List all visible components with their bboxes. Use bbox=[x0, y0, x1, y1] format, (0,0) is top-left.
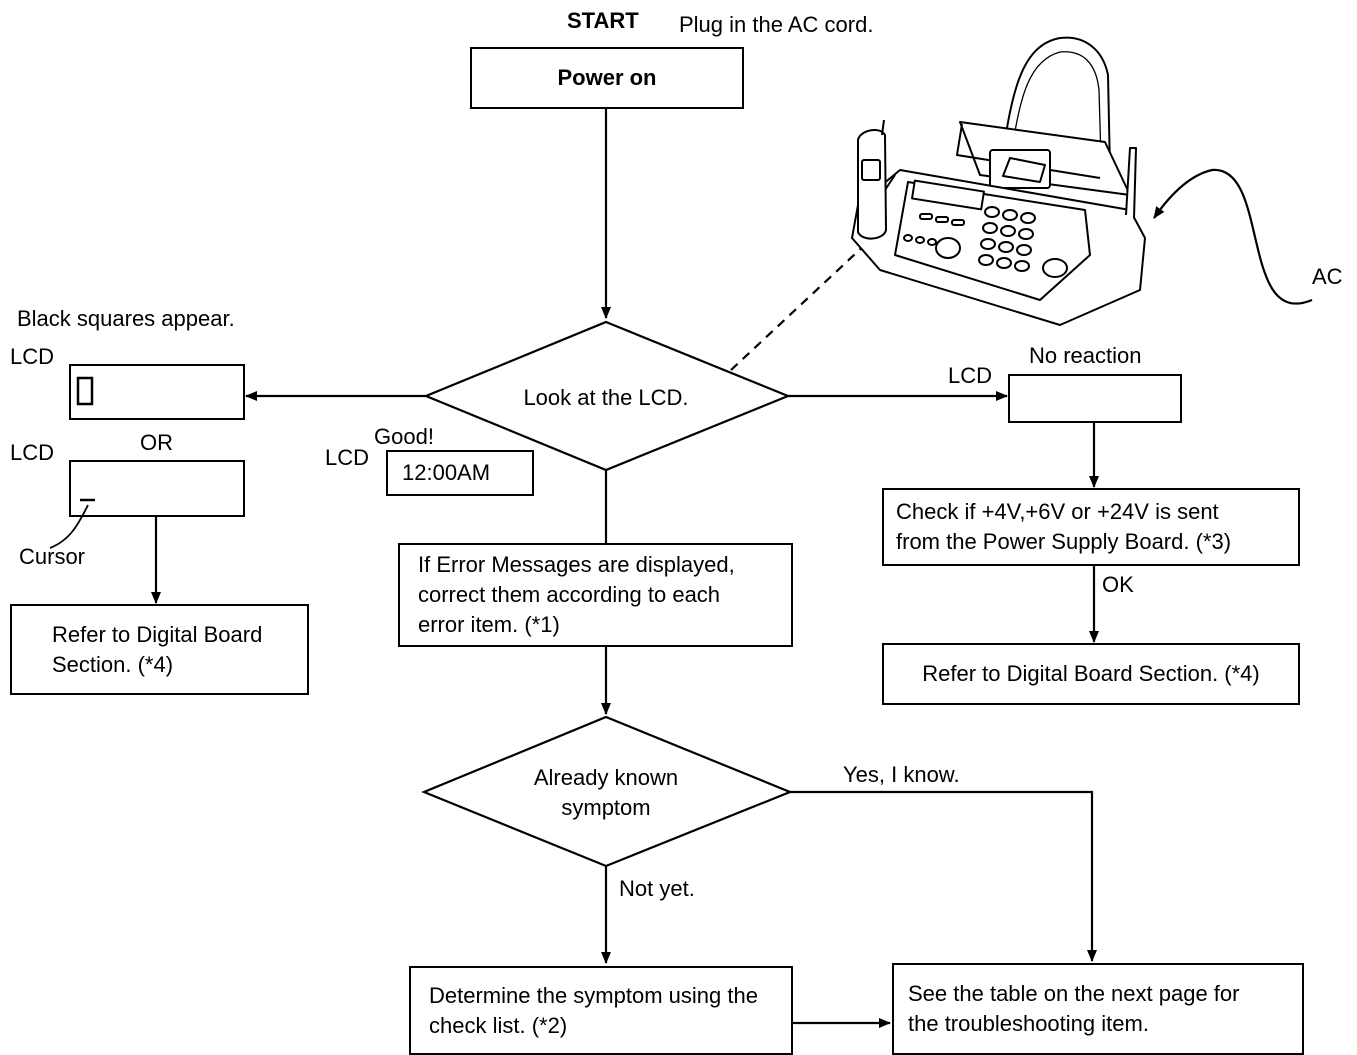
see-table-label: See the table on the next page for the t… bbox=[908, 981, 1240, 1036]
cursor-label: Cursor bbox=[19, 544, 86, 569]
power-on-label: Power on bbox=[557, 65, 657, 90]
refer-digital-left-box: Refer to Digital Board Section. (*4) bbox=[10, 604, 309, 695]
black-squares-note: Black squares appear. bbox=[17, 306, 235, 331]
no-reaction-label: No reaction bbox=[1029, 343, 1142, 368]
see-table-box: See the table on the next page for the t… bbox=[892, 963, 1304, 1055]
ok-label: OK bbox=[1102, 572, 1134, 597]
lcd-label-right: LCD bbox=[948, 363, 993, 388]
lcd-label-left-top: LCD bbox=[10, 344, 55, 369]
determine-symptom-label: Determine the symptom using the check li… bbox=[429, 982, 758, 1038]
lcd-display-no-reaction bbox=[1008, 374, 1182, 423]
lcd-display-cursor bbox=[69, 460, 245, 517]
decision-already-known bbox=[421, 715, 793, 868]
decision-already-known-label: Already known symptom bbox=[533, 765, 679, 820]
fax-machine-icon bbox=[851, 36, 1146, 326]
not-yet-label: Not yet. bbox=[619, 876, 695, 901]
edge-known-to-table bbox=[790, 790, 1097, 962]
lcd-display-black-squares bbox=[69, 364, 245, 420]
ac-label: AC bbox=[1312, 264, 1343, 289]
power-on-box: Power on bbox=[470, 47, 744, 109]
ac-cord-line bbox=[1153, 168, 1313, 305]
determine-symptom-box: Determine the symptom using the check li… bbox=[409, 966, 793, 1055]
keypad bbox=[903, 206, 1068, 278]
decision-look-lcd bbox=[423, 320, 791, 472]
cursor-pointer-line bbox=[49, 504, 89, 549]
start-note: Plug in the AC cord. bbox=[679, 12, 874, 37]
refer-digital-right-label: Refer to Digital Board Section. (*4) bbox=[922, 661, 1260, 686]
error-messages-label: If Error Messages are displayed, correct… bbox=[418, 552, 735, 637]
or-label: OR bbox=[140, 430, 173, 455]
lcd-label-center: LCD bbox=[325, 445, 370, 470]
handset bbox=[857, 128, 887, 240]
lcd-display-good: 12:00AM bbox=[386, 450, 534, 496]
refer-digital-left-label: Refer to Digital Board Section. (*4) bbox=[52, 621, 263, 677]
lcd-label-left-bottom: LCD bbox=[10, 440, 55, 465]
yes-know-label: Yes, I know. bbox=[843, 762, 960, 787]
start-label: START bbox=[567, 8, 639, 33]
check-voltage-label: Check if +4V,+6V or +24V is sent from th… bbox=[896, 499, 1232, 554]
decision-look-lcd-label: Look at the LCD. bbox=[523, 385, 689, 410]
refer-digital-right-box: Refer to Digital Board Section. (*4) bbox=[882, 643, 1300, 705]
check-voltage-box: Check if +4V,+6V or +24V is sent from th… bbox=[882, 488, 1300, 566]
lcd-black-square-mark bbox=[76, 376, 94, 406]
antenna bbox=[1125, 147, 1137, 219]
lcd-good-value: 12:00AM bbox=[402, 460, 491, 485]
lcd-screen-drawing bbox=[911, 179, 985, 211]
error-messages-box: If Error Messages are displayed, correct… bbox=[398, 543, 793, 647]
good-label: Good! bbox=[374, 424, 434, 449]
